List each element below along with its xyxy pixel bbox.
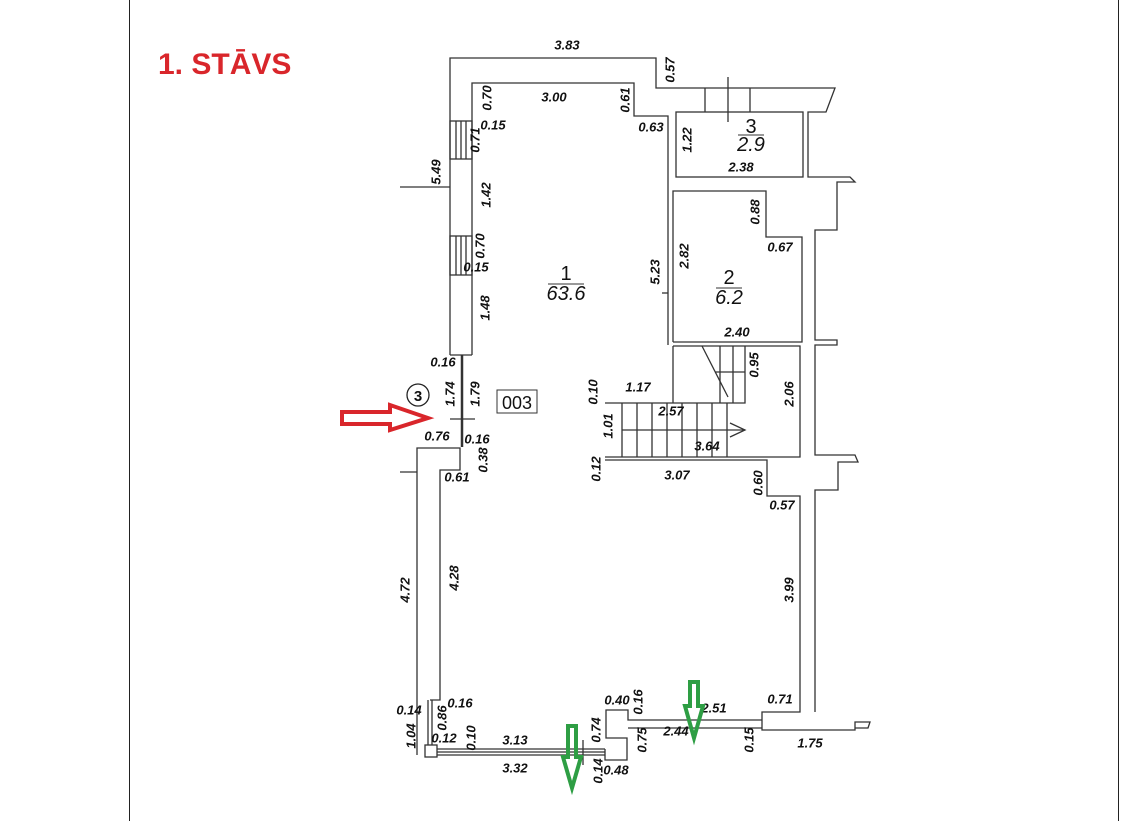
svg-text:3.83: 3.83	[554, 37, 580, 52]
svg-text:0.15: 0.15	[480, 117, 506, 132]
svg-text:1.04: 1.04	[403, 723, 418, 749]
svg-text:0.15: 0.15	[741, 727, 756, 753]
svg-text:0.48: 0.48	[603, 762, 629, 777]
svg-text:1.22: 1.22	[679, 127, 694, 153]
floor-title: 1. STĀVS	[158, 48, 292, 81]
svg-text:0.16: 0.16	[630, 689, 645, 715]
dimension-labels: 3.83 0.57 0.70 3.00 0.61 0.15 0.63 0.71 …	[396, 37, 823, 783]
svg-text:3: 3	[414, 388, 422, 405]
svg-text:0.38: 0.38	[475, 447, 490, 473]
svg-text:0.57: 0.57	[769, 497, 795, 512]
svg-text:2.38: 2.38	[727, 159, 754, 174]
svg-text:0.40: 0.40	[604, 692, 630, 707]
svg-text:0.70: 0.70	[479, 85, 494, 111]
svg-text:5.49: 5.49	[428, 159, 443, 185]
page-border-left	[129, 0, 130, 821]
svg-text:2.06: 2.06	[781, 381, 796, 408]
svg-text:0.74: 0.74	[588, 717, 603, 743]
svg-text:0.14: 0.14	[396, 702, 422, 717]
svg-text:0.67: 0.67	[767, 239, 793, 254]
svg-text:3.13: 3.13	[502, 732, 528, 747]
unit-code-box: 003	[496, 389, 538, 414]
svg-text:0.61: 0.61	[617, 87, 632, 112]
svg-text:1.79: 1.79	[467, 381, 482, 407]
svg-text:3: 3	[745, 116, 756, 138]
svg-text:2.9: 2.9	[736, 134, 765, 156]
svg-text:3.00: 3.00	[541, 89, 567, 104]
svg-text:0.71: 0.71	[767, 691, 792, 706]
stair-steps	[621, 403, 747, 457]
svg-text:0.14: 0.14	[590, 758, 605, 784]
svg-text:0.15: 0.15	[463, 259, 489, 274]
svg-text:0.12: 0.12	[431, 730, 457, 745]
svg-text:003: 003	[502, 393, 532, 413]
svg-text:1.17: 1.17	[625, 379, 651, 394]
svg-text:4.72: 4.72	[397, 577, 412, 604]
svg-text:5.23: 5.23	[647, 259, 662, 285]
svg-text:6.2: 6.2	[715, 287, 743, 309]
svg-text:0.63: 0.63	[638, 119, 664, 134]
svg-text:0.57: 0.57	[662, 57, 677, 83]
svg-text:1.48: 1.48	[477, 295, 492, 321]
room-3-outline	[675, 111, 804, 178]
svg-text:63.6: 63.6	[547, 283, 587, 305]
page-border-right	[1118, 0, 1119, 821]
svg-text:1.42: 1.42	[478, 182, 493, 208]
svg-text:1.01: 1.01	[600, 413, 615, 438]
svg-text:0.88: 0.88	[747, 199, 762, 225]
room-2-label: 2 6.2	[715, 267, 743, 309]
entrance-marker: 3	[406, 383, 430, 407]
svg-text:2.82: 2.82	[676, 243, 691, 270]
svg-text:2.51: 2.51	[700, 700, 726, 715]
walls	[400, 57, 871, 765]
svg-text:1.74: 1.74	[442, 381, 457, 407]
svg-text:1.75: 1.75	[797, 735, 823, 750]
svg-text:3.32: 3.32	[502, 760, 528, 775]
room-3-label: 3 2.9	[736, 116, 765, 156]
svg-text:0.71: 0.71	[467, 127, 482, 152]
room-2-outline	[672, 190, 803, 343]
room-1-label: 1 63.6	[547, 263, 587, 305]
svg-text:0.70: 0.70	[472, 233, 487, 259]
svg-text:0.10: 0.10	[585, 379, 600, 405]
svg-text:0.86: 0.86	[434, 705, 449, 731]
window-arrow-icon	[682, 680, 706, 746]
svg-text:0.16: 0.16	[464, 431, 490, 446]
svg-text:0.16: 0.16	[447, 695, 473, 710]
svg-text:3.99: 3.99	[781, 577, 796, 603]
svg-text:2.40: 2.40	[723, 324, 750, 339]
window-arrow-icon	[560, 724, 584, 796]
svg-text:2.57: 2.57	[657, 403, 684, 418]
svg-text:2.44: 2.44	[662, 723, 689, 738]
svg-text:0.10: 0.10	[463, 725, 478, 751]
entrance-arrow-icon	[340, 402, 435, 433]
svg-text:3.07: 3.07	[664, 467, 690, 482]
svg-text:0.60: 0.60	[750, 470, 765, 496]
svg-text:2: 2	[723, 267, 734, 289]
svg-text:1: 1	[560, 263, 571, 285]
svg-text:0.61: 0.61	[444, 469, 469, 484]
svg-text:0.95: 0.95	[746, 352, 761, 378]
svg-text:4.28: 4.28	[446, 565, 461, 592]
svg-text:3.64: 3.64	[694, 438, 720, 453]
svg-text:0.16: 0.16	[430, 354, 456, 369]
svg-text:0.12: 0.12	[588, 456, 603, 482]
svg-text:0.75: 0.75	[634, 727, 649, 753]
svg-text:0.76: 0.76	[424, 428, 450, 443]
